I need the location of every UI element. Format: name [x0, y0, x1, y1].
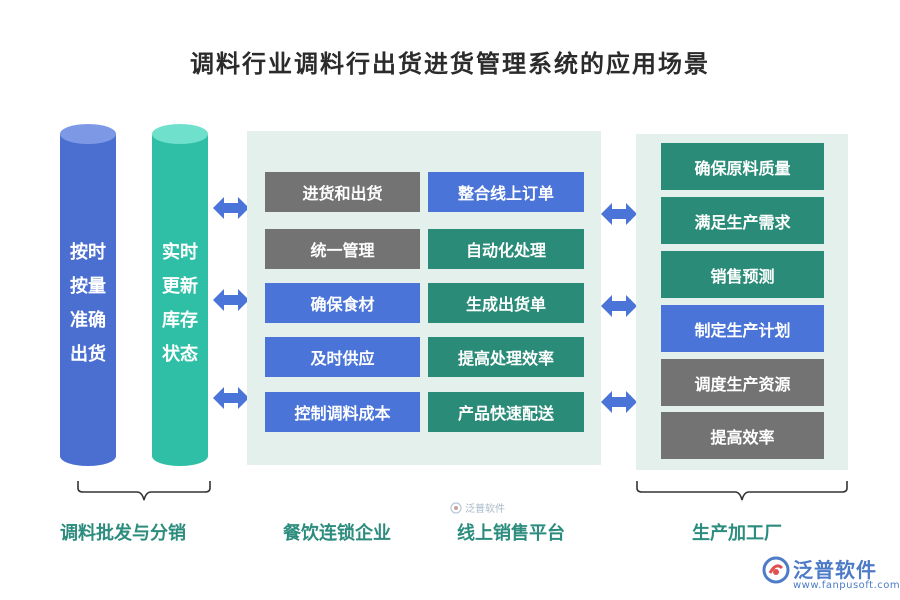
brace-icon [77, 481, 211, 501]
brand-logo: 泛普软件 www.fanpusoft.com [760, 552, 900, 600]
cylinder-top [152, 124, 208, 144]
watermark: 泛普软件 [450, 500, 505, 515]
label-processing-factory: 生产加工厂 [692, 523, 782, 544]
cylinder-label-line: 出货 [70, 344, 106, 365]
label-online-platform: 线上销售平台 [457, 523, 565, 544]
cylinder-top [60, 124, 116, 144]
right-box: 确保原料质量 [661, 143, 824, 190]
cylinder-label-line: 实时 [162, 242, 198, 263]
brand-url: www.fanpusoft.com [793, 580, 900, 591]
cylinder-label: 按时 按量 准确 出货 [60, 236, 116, 372]
brand-logo-icon [762, 556, 790, 584]
cylinder-label-line: 按量 [70, 276, 106, 297]
middle-left-box: 控制调料成本 [265, 392, 420, 432]
middle-left-box: 确保食材 [265, 283, 420, 323]
cylinder-body [152, 134, 208, 456]
middle-right-box: 整合线上订单 [428, 172, 584, 212]
middle-left-box: 及时供应 [265, 337, 420, 377]
cylinder-distribution: 按时 按量 准确 出货 [60, 124, 116, 466]
middle-right-box: 提高处理效率 [428, 337, 584, 377]
right-box: 提高效率 [661, 412, 824, 459]
double-arrow-icon [213, 197, 249, 219]
watermark-logo-icon [450, 501, 462, 514]
watermark-text: 泛普软件 [465, 504, 505, 515]
double-arrow-icon [601, 203, 637, 225]
right-box: 制定生产计划 [661, 305, 824, 352]
right-box: 销售预测 [661, 251, 824, 298]
middle-left-box: 进货和出货 [265, 172, 420, 212]
label-catering-chain: 餐饮连锁企业 [283, 523, 391, 544]
page-title: 调料行业调料行出货进货管理系统的应用场景 [190, 50, 710, 78]
middle-left-box: 统一管理 [265, 229, 420, 269]
double-arrow-icon [601, 295, 637, 317]
cylinder-label-line: 库存 [162, 310, 198, 331]
cylinder-label-line: 按时 [70, 242, 106, 263]
middle-right-box: 生成出货单 [428, 283, 584, 323]
middle-right-box: 产品快速配送 [428, 392, 584, 432]
cylinder-inventory: 实时 更新 库存 状态 [152, 124, 208, 466]
double-arrow-icon [213, 289, 249, 311]
cylinder-label-line: 准确 [70, 310, 106, 331]
right-box: 调度生产资源 [661, 359, 824, 406]
brace-icon [636, 481, 848, 501]
double-arrow-icon [601, 391, 637, 413]
cylinder-label-line: 状态 [162, 344, 198, 365]
double-arrow-icon [213, 387, 249, 409]
brand-name: 泛普软件 [793, 558, 877, 582]
middle-right-box: 自动化处理 [428, 229, 584, 269]
cylinder-label: 实时 更新 库存 状态 [152, 236, 208, 372]
right-box: 满足生产需求 [661, 197, 824, 244]
cylinder-label-line: 更新 [162, 276, 198, 297]
cylinder-body [60, 134, 116, 456]
label-wholesale-distribution: 调料批发与分销 [60, 523, 186, 544]
